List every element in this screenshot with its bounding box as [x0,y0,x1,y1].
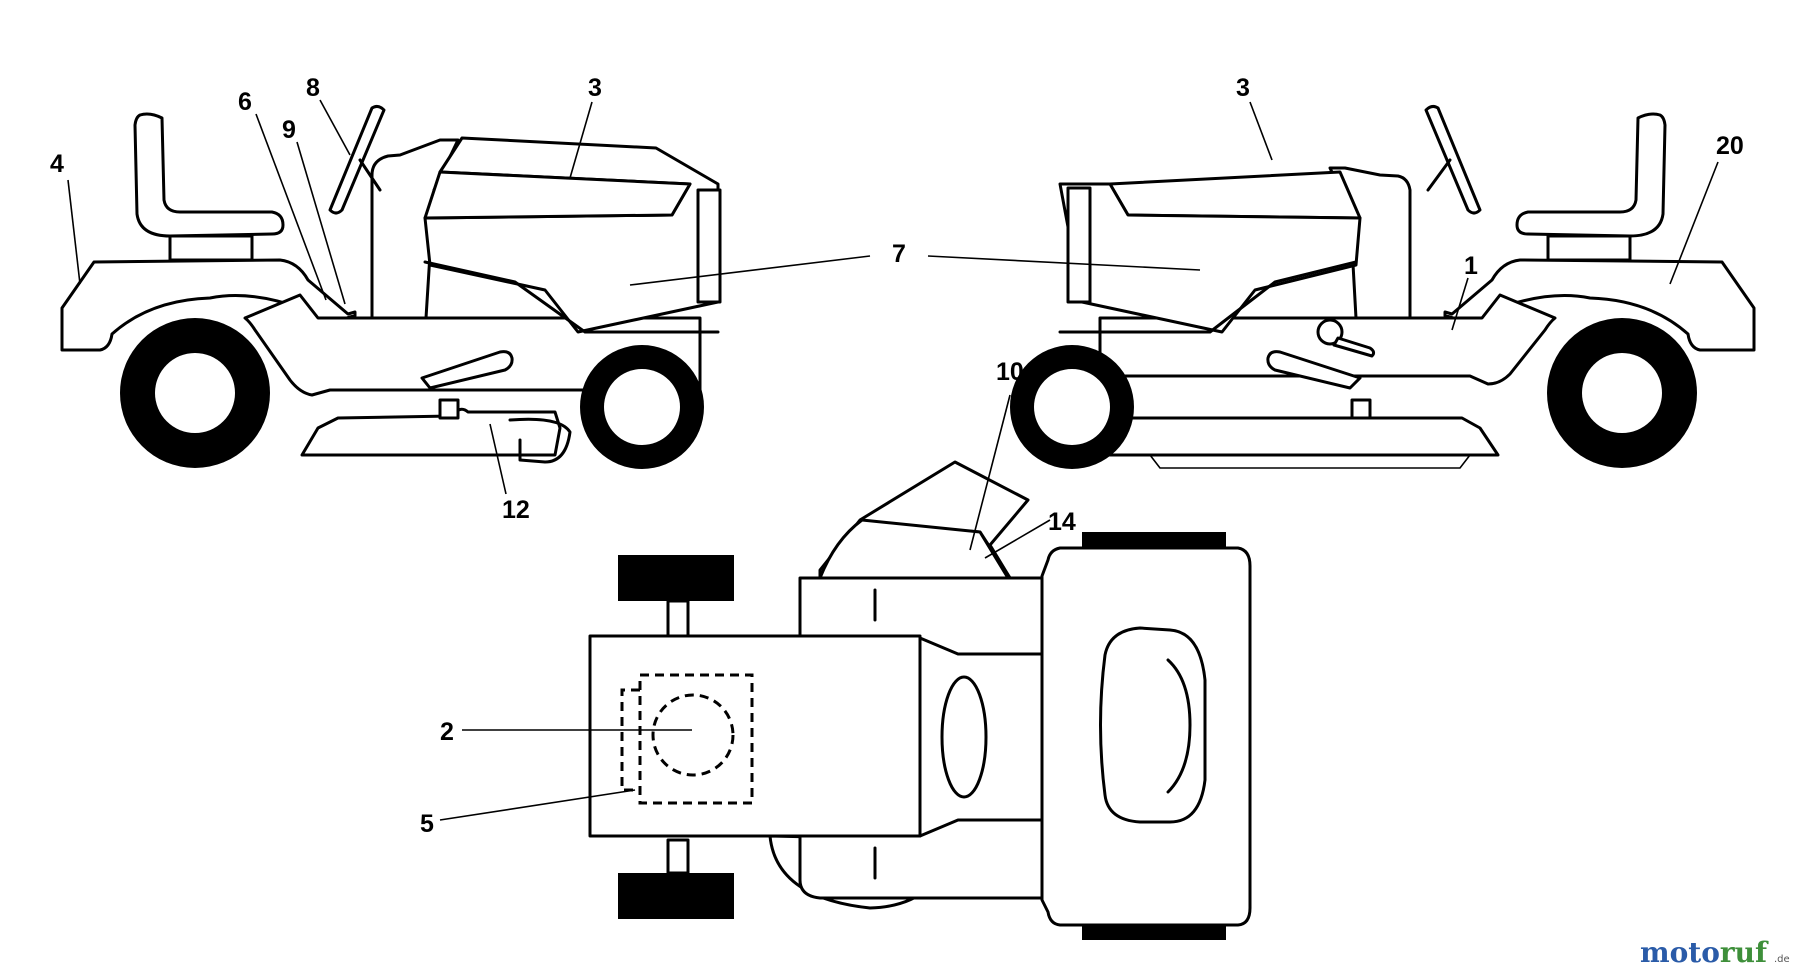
rear-fender-left [60,258,357,352]
svg-text:motoruf: motoruf [1640,936,1769,969]
callout-5: 5 [420,810,434,838]
deck-rim-right [1148,454,1472,469]
callout-4: 4 [50,150,64,178]
seat-rear-curve [1166,658,1192,794]
front-hub-right [1034,369,1110,445]
callout-8: 8 [306,74,320,102]
steering-shaft-right [1426,158,1452,192]
rear-hub-left [155,353,235,433]
callout-20: 20 [1716,132,1744,160]
seat-back-left [133,112,285,238]
front-tire-top-upper [618,555,734,601]
leader-6 [255,113,327,301]
brake-lever-icon [1316,318,1376,358]
watermark-part1: moto [1640,936,1720,969]
steering-wheel-left [328,104,386,215]
callout-6: 6 [238,88,252,116]
hood-left [423,136,720,334]
deck-mount-left [438,398,460,420]
leader-3-left [569,101,593,179]
grille-left [696,188,722,304]
leader-1 [1451,277,1469,331]
mower-deck-right [1098,416,1500,457]
deck-dome-top [818,518,1010,580]
grille-right [1066,186,1092,304]
footrest-left [420,350,514,390]
deck-mount-right [1350,398,1372,420]
leader-9 [296,141,346,305]
rear-fender-right [1443,258,1756,352]
leader-8 [319,99,351,156]
callout-3-right: 3 [1236,74,1250,102]
watermark-part2: ruf [1720,936,1769,969]
axle-top-upper [666,599,690,639]
callout-7: 7 [892,240,906,268]
leader-3-right [1249,101,1273,161]
decal-area-circle [651,693,735,777]
seat-back-right [1515,112,1667,238]
deck-chute-left [508,417,572,464]
callout-3-left: 3 [588,74,602,102]
watermark-suffix: .de [1774,954,1790,965]
seat-base-left [168,234,254,262]
hood-upper-right [1108,170,1362,220]
callout-14: 14 [1048,508,1076,536]
callout-labels: 4 6 8 9 3 7 12 3 1 20 10 14 2 5 [50,74,1744,838]
steering-wheel-top [940,675,988,799]
leader-4 [67,179,81,285]
leader-10 [969,394,1011,551]
hood-lower-line-right [1058,260,1358,334]
hood-lower-line-left [423,260,720,334]
callout-12: 12 [502,496,530,524]
tractor-left-side-view [60,104,722,469]
tractor-right-side-view [1010,104,1756,469]
leader-14 [984,519,1051,559]
rear-hub-right [1582,353,1662,433]
tractor-top-view [588,460,1252,940]
leader-20 [1669,161,1719,285]
leader-12 [489,423,507,495]
seat-base-right [1546,234,1632,262]
footrest-right [1266,350,1362,390]
watermark-logo: motoruf .de [1640,936,1790,969]
leader-5 [439,789,636,821]
callout-1: 1 [1464,252,1478,280]
leader-7-left [629,255,871,286]
hood-upper-left [423,170,692,220]
axle-top-lower [666,838,690,875]
callout-10: 10 [996,358,1024,386]
hood-top-view [588,634,922,838]
leader-lines [67,99,1719,821]
leader-7-right [927,255,1201,271]
steering-wheel-right [1424,104,1482,215]
callout-9: 9 [282,116,296,144]
front-tire-top-lower [618,873,734,919]
steering-shaft-left [358,158,382,192]
callout-2: 2 [440,718,454,746]
front-hub-left [604,369,680,445]
